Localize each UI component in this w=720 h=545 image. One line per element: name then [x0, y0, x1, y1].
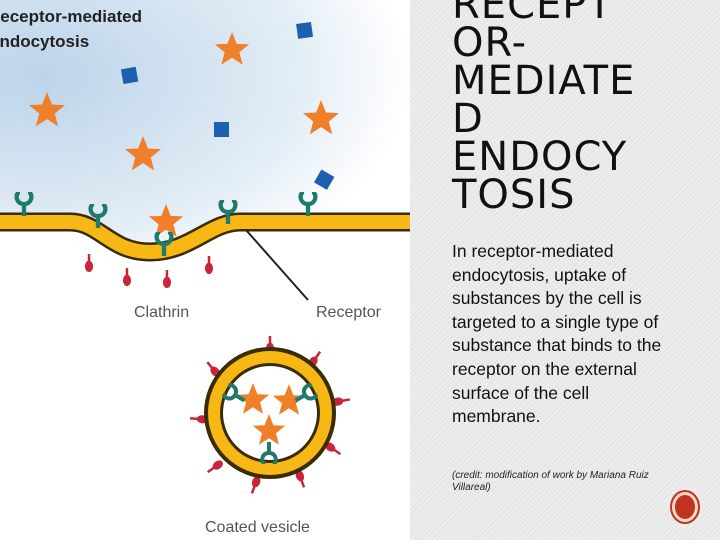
coated-vesicle — [189, 336, 351, 496]
plasma-membrane — [0, 215, 410, 260]
slide-body-text: In receptor-mediated endocytosis, uptake… — [452, 241, 662, 427]
diagram-heading-line2: endocytosis — [0, 32, 89, 51]
endocytosis-diagram: Receptor-mediated endocytosis Clathrin R… — [0, 0, 410, 536]
diagram-svg: Receptor-mediated endocytosis Clathrin R… — [0, 0, 410, 536]
clathrin-protein — [122, 268, 132, 286]
label-clathrin: Clathrin — [134, 304, 189, 321]
vesicle-lumen — [223, 366, 317, 460]
molecule-square — [313, 169, 335, 190]
diagram-heading-line1: Receptor-mediated — [0, 7, 142, 26]
molecule-square — [120, 66, 139, 85]
molecule-square — [214, 122, 229, 137]
extracellular-space — [0, 0, 410, 251]
receptor-pointer-line — [245, 229, 309, 301]
molecule-square — [296, 21, 314, 39]
label-coated-vesicle: Coated vesicle — [205, 519, 310, 536]
label-receptor: Receptor — [316, 304, 382, 321]
circle-button-icon — [670, 490, 700, 524]
clathrin-protein — [162, 270, 172, 288]
text-panel: RECEPT OR- MEDIATE D ENDOCY TOSIS In rec… — [410, 0, 720, 540]
clathrin-protein — [84, 254, 94, 272]
nav-circle-button[interactable] — [670, 490, 700, 524]
image-credit: (credit: modification of work by Mariana… — [452, 470, 649, 493]
slide-title: RECEPT OR- MEDIATE D ENDOCY TOSIS — [452, 0, 636, 218]
clathrin-protein — [204, 256, 214, 274]
